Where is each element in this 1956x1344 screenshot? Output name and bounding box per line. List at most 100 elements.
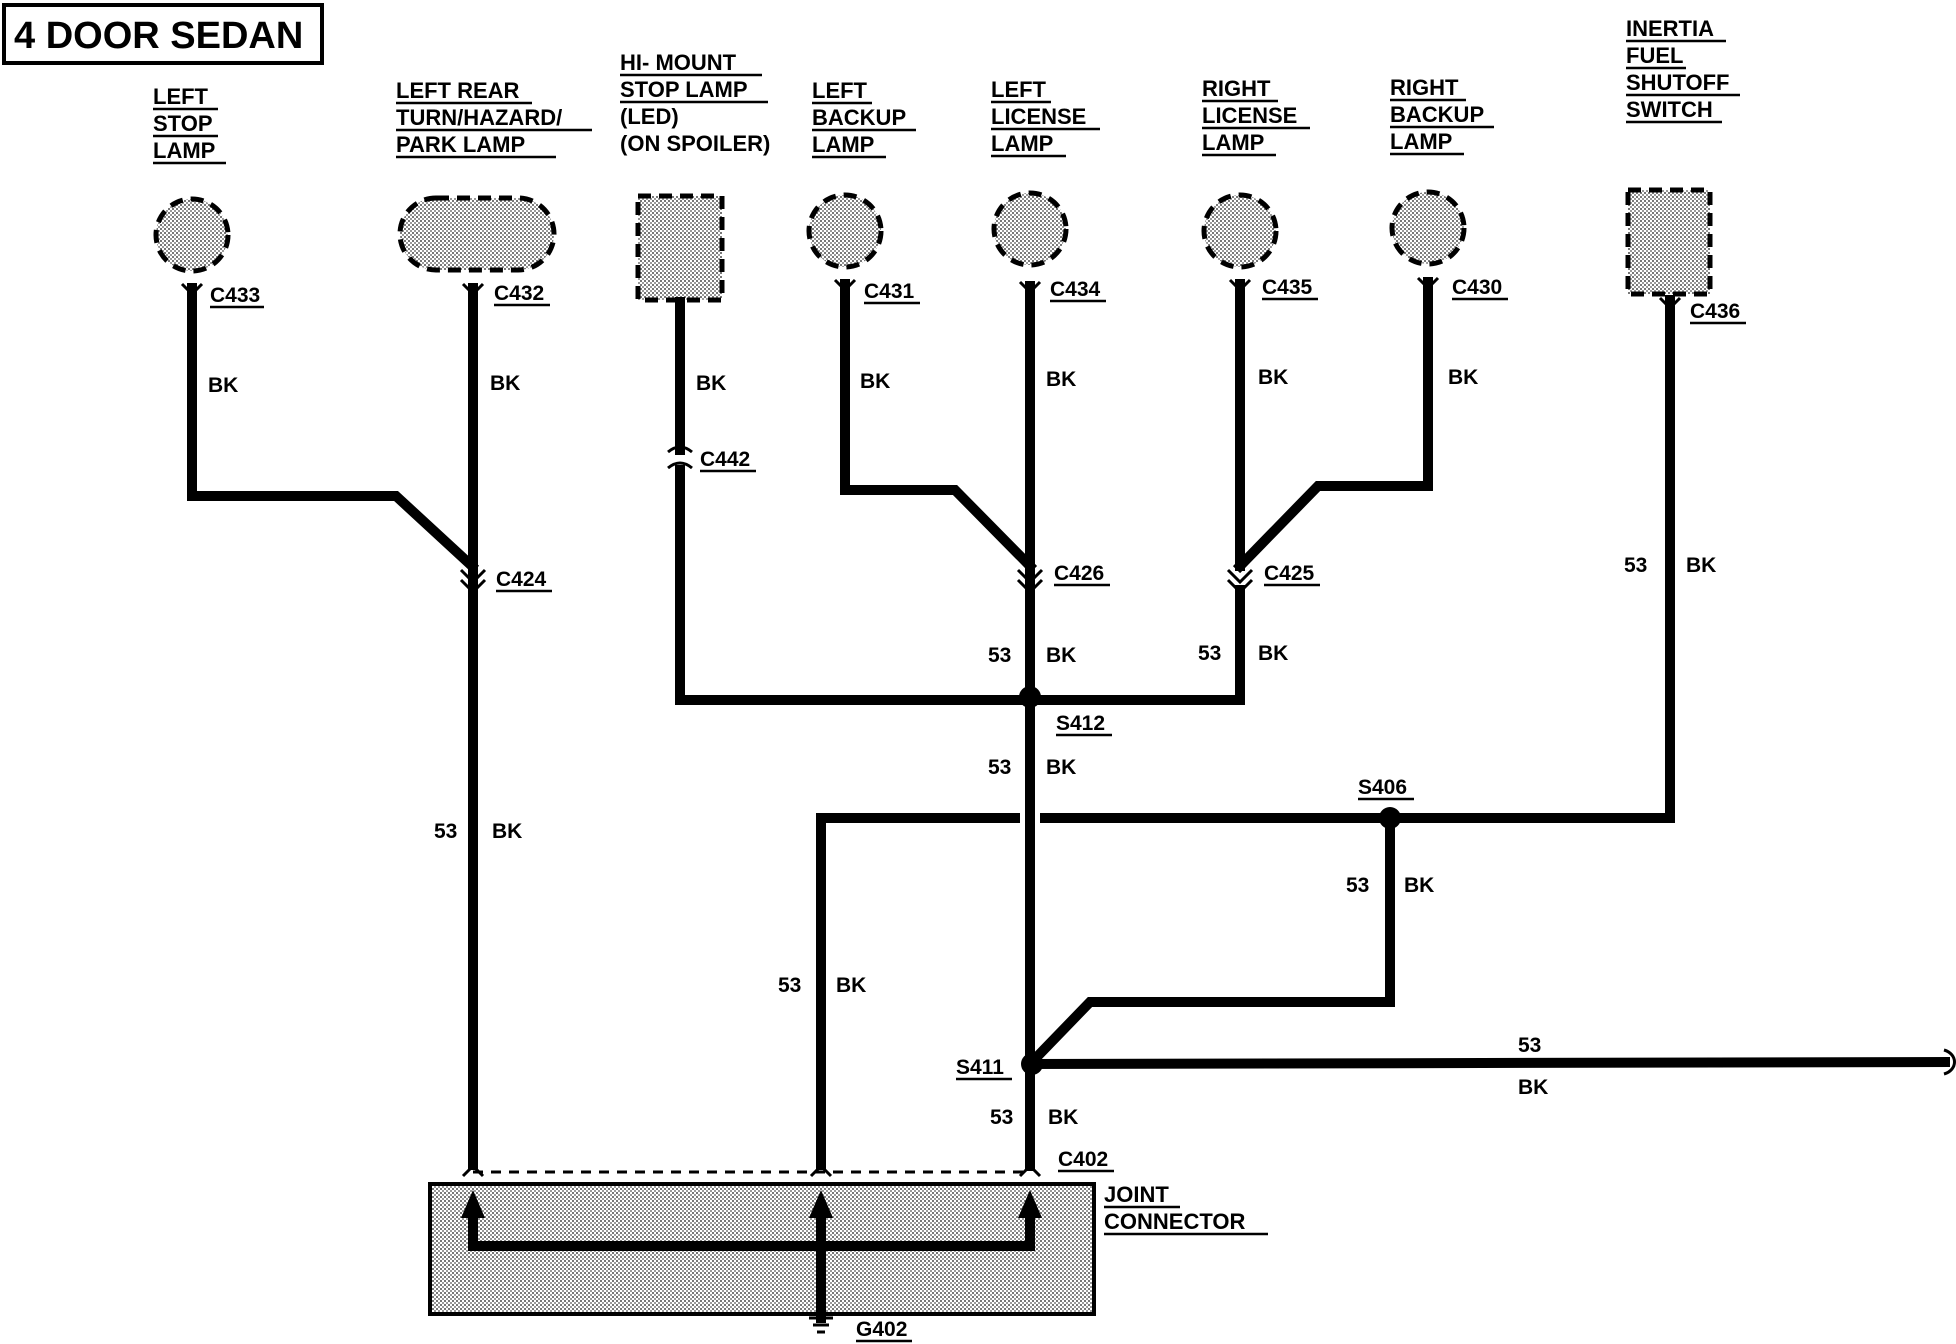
wire-circuit-label: 53: [988, 644, 1011, 667]
svg-text:FUEL: FUEL: [1626, 43, 1683, 68]
splice-labels: S412 S406 S411: [956, 712, 1414, 1081]
svg-text:BACKUP: BACKUP: [812, 105, 906, 130]
joint-connector-block: [428, 1182, 1096, 1323]
label-joint-connector: JOINT CONNECTOR: [1104, 1182, 1268, 1236]
svg-text:PARK LAMP: PARK LAMP: [396, 132, 525, 157]
wire-color-label: BK: [1404, 874, 1434, 897]
wire-circuit-label: 53: [1346, 874, 1369, 897]
svg-text:HI- MOUNT: HI- MOUNT: [620, 50, 737, 75]
wire-circuit-label: 53: [434, 820, 457, 843]
title-box: 4 DOOR SEDAN: [2, 3, 324, 65]
right-license-lamp-icon: [1201, 192, 1279, 270]
wire-color-label: BK: [1686, 554, 1716, 577]
svg-text:RIGHT: RIGHT: [1202, 76, 1271, 101]
left-license-lamp-icon: [991, 190, 1069, 268]
wire-color-label: BK: [1048, 1106, 1078, 1129]
wire-color-label: BK: [860, 370, 890, 393]
left-stop-lamp-icon: [153, 196, 231, 274]
connector-c402: C402: [1058, 1148, 1108, 1171]
wire-color-label: BK: [1046, 368, 1076, 391]
wire-color-label: BK: [1518, 1076, 1548, 1099]
svg-text:LICENSE: LICENSE: [991, 104, 1086, 129]
connector-c436: C436: [1690, 300, 1740, 323]
wire-circuit-label: 53: [778, 974, 801, 997]
label-right-backup-lamp: RIGHT BACKUP LAMP: [1390, 75, 1494, 156]
wire-circuit-label: 53: [1198, 642, 1221, 665]
svg-text:LEFT REAR: LEFT REAR: [396, 78, 520, 103]
svg-text:LEFT: LEFT: [812, 78, 868, 103]
connector-c434: C434: [1050, 278, 1101, 301]
splice-s412-label: S412: [1056, 712, 1105, 735]
label-left-stop-lamp: LEFT STOP LAMP: [153, 84, 226, 165]
right-backup-lamp-icon: [1389, 189, 1467, 267]
connector-c426: C426: [1054, 562, 1104, 585]
connector-labels: C433 C432 C442 C431 C434 C435 C430 C436 …: [210, 276, 1746, 1173]
wires: [187, 277, 1951, 1171]
ground-label: G402: [856, 1318, 907, 1341]
svg-text:LAMP: LAMP: [1390, 129, 1452, 154]
label-hi-mount-stop-lamp: HI- MOUNT STOP LAMP (LED) (ON SPOILER): [620, 50, 770, 156]
svg-text:JOINT: JOINT: [1104, 1182, 1169, 1207]
wire-color-label: BK: [208, 374, 238, 397]
svg-text:LAMP: LAMP: [153, 138, 215, 163]
splice-s411-label: S411: [956, 1056, 1004, 1079]
wire-color-label: BK: [1046, 756, 1076, 779]
svg-text:SHUTOFF: SHUTOFF: [1626, 70, 1729, 95]
wire-color-label: BK: [836, 974, 866, 997]
label-right-license-lamp: RIGHT LICENSE LAMP: [1202, 76, 1310, 157]
page-title: 4 DOOR SEDAN: [14, 15, 303, 57]
connector-terminal-icons: [180, 276, 1682, 1178]
connector-c430: C430: [1452, 276, 1502, 299]
connector-c424: C424: [496, 568, 547, 591]
svg-text:STOP LAMP: STOP LAMP: [620, 77, 748, 102]
left-rear-lamp-icon: [397, 195, 557, 273]
svg-text:LEFT: LEFT: [991, 77, 1047, 102]
connector-c431: C431: [864, 280, 915, 303]
connector-c432: C432: [494, 282, 544, 305]
svg-text:INERTIA: INERTIA: [1626, 16, 1714, 41]
svg-text:BACKUP: BACKUP: [1390, 102, 1484, 127]
splice-s406-label: S406: [1358, 776, 1407, 799]
wire-color-label: BK: [696, 372, 726, 395]
svg-text:LAMP: LAMP: [812, 132, 874, 157]
wire-color-label: BK: [490, 372, 520, 395]
wire-labels: BK BK BK BK BK BK BK 53 BK 53 BK 53 BK 5…: [208, 366, 1716, 1129]
wire-circuit-label: 53: [1624, 554, 1647, 577]
wire-color-label: BK: [1046, 644, 1076, 667]
splice-s411-dot: [1021, 1053, 1043, 1075]
connector-c425: C425: [1264, 562, 1315, 585]
svg-text:STOP: STOP: [153, 111, 213, 136]
inertia-switch-icon: [1625, 187, 1713, 297]
hi-mount-stop-lamp-icon: [635, 193, 725, 303]
label-left-license-lamp: LEFT LICENSE LAMP: [991, 77, 1100, 158]
splice-s412-dot: [1019, 686, 1041, 708]
svg-text:LICENSE: LICENSE: [1202, 103, 1297, 128]
svg-text:(LED): (LED): [620, 104, 679, 129]
label-inertia-switch: INERTIA FUEL SHUTOFF SWITCH: [1626, 16, 1740, 124]
connector-c433: C433: [210, 284, 260, 307]
wire-color-label: BK: [1258, 642, 1288, 665]
wire-continuation-icon: [1943, 1048, 1956, 1076]
svg-text:LEFT: LEFT: [153, 84, 209, 109]
wire-color-label: BK: [1448, 366, 1478, 389]
svg-text:RIGHT: RIGHT: [1390, 75, 1459, 100]
svg-text:(ON SPOILER): (ON SPOILER): [620, 131, 770, 156]
connector-c442: C442: [700, 448, 750, 471]
wire-circuit-label: 53: [990, 1106, 1013, 1129]
label-left-rear-lamp: LEFT REAR TURN/HAZARD/ PARK LAMP: [396, 78, 592, 159]
connector-c435: C435: [1262, 276, 1313, 299]
ground-icon: [809, 1316, 833, 1334]
svg-text:LAMP: LAMP: [1202, 130, 1264, 155]
svg-text:LAMP: LAMP: [991, 131, 1053, 156]
wire-circuit-label: 53: [1518, 1034, 1541, 1057]
svg-text:SWITCH: SWITCH: [1626, 97, 1713, 122]
wire-circuit-label: 53: [988, 756, 1011, 779]
label-left-backup-lamp: LEFT BACKUP LAMP: [812, 78, 916, 159]
svg-text:TURN/HAZARD/: TURN/HAZARD/: [396, 105, 562, 130]
left-backup-lamp-icon: [806, 192, 884, 270]
splice-s406-dot: [1379, 807, 1401, 829]
svg-text:CONNECTOR: CONNECTOR: [1104, 1209, 1245, 1234]
wire-color-label: BK: [1258, 366, 1288, 389]
wire-color-label: BK: [492, 820, 522, 843]
